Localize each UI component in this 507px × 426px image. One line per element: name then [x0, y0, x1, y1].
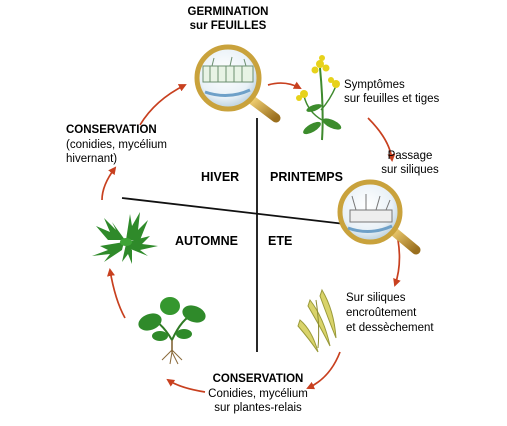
arrow-germination-to-symptomes	[267, 81, 302, 89]
arrow-siliques-to-conservation	[306, 351, 341, 390]
passage-line-2: sur siliques	[381, 164, 439, 176]
flowering-plant-icon	[296, 55, 342, 141]
conservation-bottom-line-2: sur plantes-relais	[214, 402, 302, 414]
arrow-conservation-to-germination	[139, 84, 187, 126]
symptomes-line-2: sur feuilles et tiges	[344, 93, 439, 105]
conservation-left-line-2: hivernant)	[66, 153, 117, 165]
rosette-plant-icon	[92, 212, 158, 264]
season-hiver: HIVER	[201, 170, 239, 184]
arrow-conservation-to-plant	[166, 378, 206, 393]
conservation-left-line-1: (conidies, mycélium	[66, 139, 167, 151]
germination-title: GERMINATION	[188, 6, 269, 18]
magnifier-leaf-surface-icon	[194, 44, 281, 123]
siliques-icon	[297, 288, 337, 353]
germination-subtitle: sur FEUILLES	[190, 20, 267, 32]
arrow-rosette-to-conservation	[101, 166, 117, 201]
siliques-line-1: Sur siliques	[346, 292, 406, 304]
magnifier-silique-surface-icon	[337, 179, 421, 255]
siliques-line-3: et dessèchement	[346, 322, 434, 334]
arrow-plant-to-rosette	[107, 268, 126, 319]
season-divider-lines	[121, 118, 346, 352]
season-automne: AUTOMNE	[175, 234, 238, 248]
season-ete: ETE	[268, 234, 292, 248]
conservation-left-title: CONSERVATION	[66, 124, 157, 136]
season-printemps: PRINTEMPS	[270, 170, 343, 184]
cycle-arrows	[101, 81, 401, 393]
conservation-bottom-line-1: Conidies, mycélium	[208, 388, 308, 400]
conservation-bottom-title: CONSERVATION	[213, 373, 304, 385]
arrow-symptomes-to-passage	[367, 117, 396, 162]
passage-line-1: Passage	[388, 150, 433, 162]
symptomes-line-1: Symptômes	[344, 79, 405, 91]
young-plant-icon	[138, 297, 206, 365]
arrow-passage-to-siliques	[393, 239, 401, 287]
siliques-line-2: encroûtement	[346, 307, 417, 319]
